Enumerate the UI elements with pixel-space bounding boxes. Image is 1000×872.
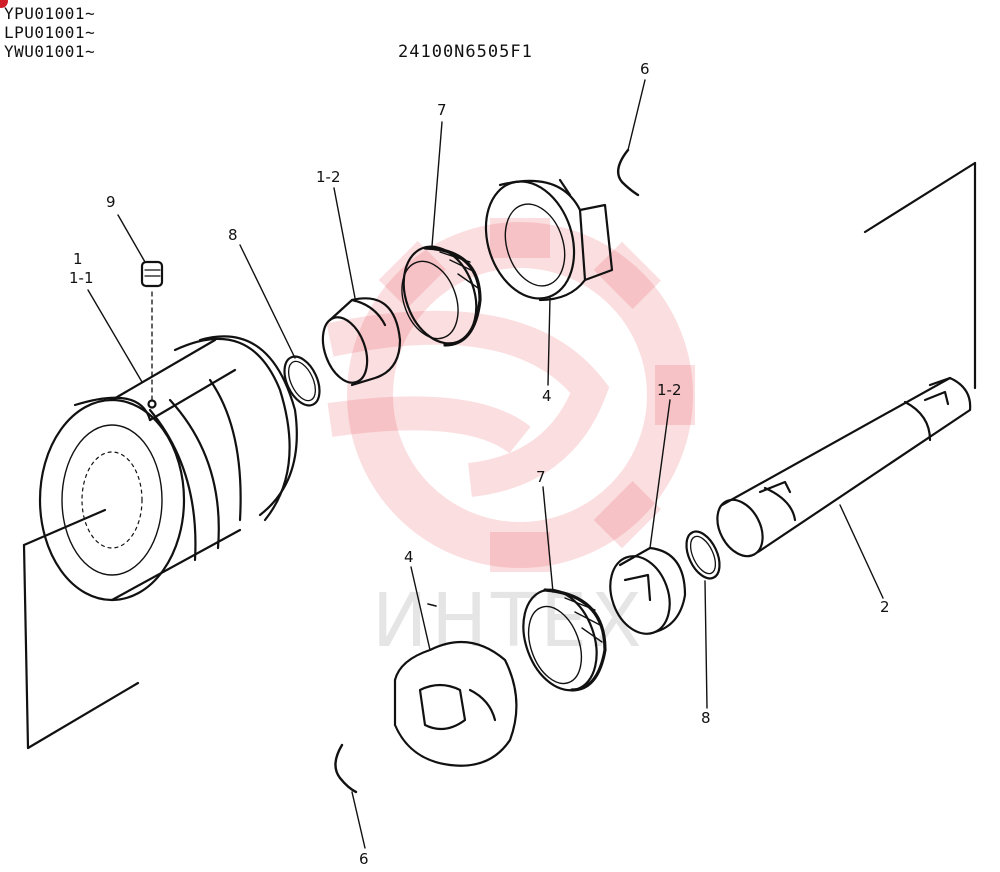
plug-part	[140, 260, 164, 401]
o-ring-bottom-part	[685, 530, 721, 580]
callout-1-2-bottom: 1-2	[657, 381, 682, 399]
frame-lines	[22, 161, 977, 750]
callout-6-bottom: 6	[359, 850, 369, 868]
callout-6-top: 6	[640, 60, 650, 78]
drawing-code: 24100N6505F1	[398, 42, 533, 62]
callout-1: 1	[73, 250, 83, 268]
snap-ring-top-part	[616, 148, 640, 197]
collar-top-part	[484, 178, 614, 302]
callout-8-bottom: 8	[701, 709, 711, 727]
corner-marker	[0, 0, 8, 8]
serial-range-1: YPU01001~	[4, 4, 96, 23]
callout-1-2-top: 1-2	[316, 168, 341, 186]
bushing-top-part	[321, 297, 402, 387]
o-ring-top-part	[283, 355, 321, 407]
bushing-bottom-part	[609, 546, 687, 635]
callout-7-top: 7	[437, 101, 447, 119]
watermark-arc	[326, 310, 610, 497]
floating-seal-bottom-part	[522, 588, 607, 692]
callout-labels: 1 1-1 9 8 1-2 7 6 4 1-2 2 7 4 8 6	[69, 60, 890, 868]
callout-2: 2	[880, 598, 890, 616]
roller-body-part	[38, 335, 298, 602]
callout-1-1: 1-1	[69, 269, 94, 287]
callout-8-top: 8	[228, 226, 238, 244]
callout-7-bottom: 7	[536, 468, 546, 486]
serial-range-3: YWU01001~	[4, 42, 96, 61]
snap-ring-bottom-part	[334, 743, 358, 794]
floating-seal-top-part	[401, 245, 482, 347]
shaft-part	[716, 376, 972, 558]
callout-9: 9	[106, 193, 116, 211]
watermark-gear-icon	[347, 222, 693, 568]
callout-4-top: 4	[542, 387, 552, 405]
callout-4-bottom: 4	[404, 548, 414, 566]
serial-range-2: LPU01001~	[4, 23, 96, 42]
leader-lines	[87, 79, 884, 849]
watermark-gear-teeth	[378, 218, 695, 572]
collar-bottom-part	[393, 603, 518, 767]
